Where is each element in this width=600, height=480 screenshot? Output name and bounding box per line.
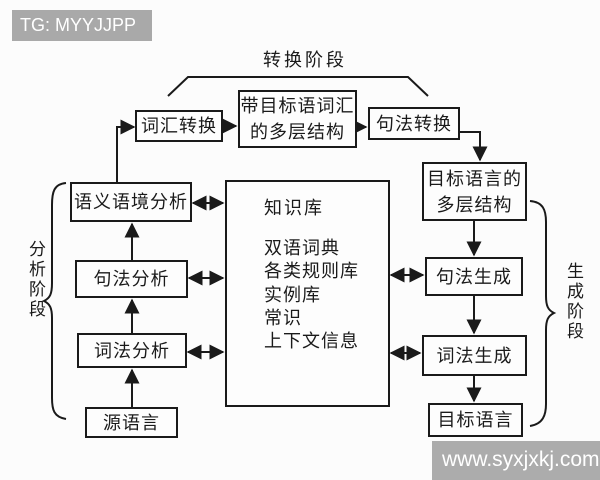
- node-target-language-multilayer: 目标语言的 多层结构: [422, 162, 527, 221]
- generation-phase-brace: [529, 200, 557, 427]
- node-lexical-transfer: 词汇转换: [135, 110, 223, 142]
- knowledge-item: 双语词典: [264, 238, 340, 258]
- knowledge-item: 实例库: [264, 284, 321, 305]
- arrow-semantic-analysis-to-lexical-transfer: [116, 119, 136, 182]
- knowledge-base-items: 双语词典 各类规则库 实例库 常识 上下文信息: [264, 237, 359, 353]
- knowledge-base-title: 知识库: [264, 198, 324, 218]
- node-lexical-generation: 词法生成: [422, 335, 527, 376]
- phase-label-generation: 生成阶段: [564, 262, 583, 342]
- watermark: www.syxjxkj.com: [432, 441, 600, 480]
- phase-label-transfer: 转换阶段: [263, 50, 347, 70]
- node-source-language: 源语言: [85, 407, 178, 438]
- node-syntactic-generation: 句法生成: [425, 257, 523, 296]
- knowledge-base-box: 知识库 双语词典 各类规则库 实例库 常识 上下文信息: [225, 180, 390, 407]
- node-syntactic-transfer: 句法转换: [368, 107, 460, 140]
- phase-label-analysis: 分析阶段: [26, 240, 45, 320]
- knowledge-item: 各类规则库: [264, 261, 359, 282]
- node-semantic-context-analysis: 语义语境分析: [70, 182, 192, 222]
- node-target-lexical-multilayer: 带目标语词汇 的多层结构: [238, 90, 357, 148]
- knowledge-item: 常识: [264, 307, 302, 328]
- node-lexical-analysis: 词法分析: [77, 333, 187, 368]
- node-target-language: 目标语言: [428, 403, 523, 437]
- arrow-syntactic-transfer-to-target-structure: [460, 131, 488, 162]
- analysis-phase-brace: [41, 182, 67, 420]
- tg-badge: TG: MYYJJPP: [12, 10, 152, 41]
- transfer-phase-bracket: [167, 76, 429, 97]
- knowledge-item: 上下文信息: [264, 331, 359, 352]
- node-syntactic-analysis: 句法分析: [75, 260, 188, 298]
